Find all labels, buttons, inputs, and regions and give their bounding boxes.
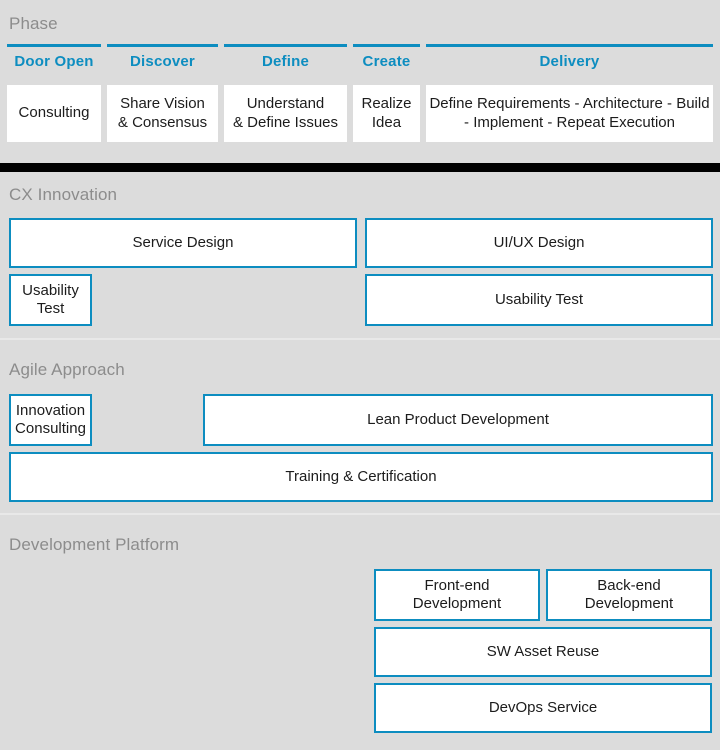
phase-section: Phase Door Open Consulting Discover Shar…: [0, 0, 720, 163]
phase-column-delivery[interactable]: Delivery: [426, 44, 713, 75]
phase-content-text: Understand& Define Issues: [232, 94, 339, 131]
agile-box-lean-product-development[interactable]: Lean Product Development: [203, 394, 713, 446]
phase-column-create[interactable]: Create: [353, 44, 420, 75]
phase-content-text: Consulting: [18, 104, 90, 122]
phase-column-header: Door Open: [14, 53, 94, 70]
phase-column-rule: [426, 44, 713, 47]
cx-box-service-design[interactable]: Service Design: [9, 218, 357, 268]
phase-column-define[interactable]: Define: [224, 44, 347, 75]
phase-content-text: Define Requirements - Architecture - Bui…: [429, 94, 710, 131]
phase-column-header: Discover: [130, 53, 195, 70]
cx-box-usability-test-wide[interactable]: Usability Test: [365, 274, 713, 326]
phase-content-box: Define Requirements - Architecture - Bui…: [426, 85, 713, 142]
cx-box-label: UI/UX Design: [493, 233, 585, 251]
phase-column-discover[interactable]: Discover: [107, 44, 218, 75]
agile-box-training-certification[interactable]: Training & Certification: [9, 452, 713, 502]
phase-column-rule: [353, 44, 420, 47]
cx-innovation-title: CX Innovation: [9, 185, 118, 204]
dev-box-devops-service[interactable]: DevOps Service: [374, 683, 712, 733]
development-platform-title: Development Platform: [9, 535, 180, 554]
phase-column-rule: [224, 44, 347, 47]
phase-content-box: Understand& Define Issues: [224, 85, 347, 142]
phase-column-door-open[interactable]: Door Open: [7, 44, 101, 75]
cx-innovation-section: CX Innovation Service Design UI/UX Desig…: [0, 172, 720, 338]
cx-box-ui-ux-design[interactable]: UI/UX Design: [365, 218, 713, 268]
phase-content-box: Consulting: [7, 85, 101, 142]
agile-box-label: Lean Product Development: [367, 410, 549, 428]
cx-box-label: Service Design: [132, 233, 234, 251]
phase-content-box: Share Vision& Consensus: [107, 85, 218, 142]
agile-box-label: Training & Certification: [285, 467, 437, 485]
phase-column-header: Define: [261, 53, 310, 70]
dev-box-label: DevOps Service: [488, 698, 598, 716]
agile-approach-title: Agile Approach: [9, 360, 125, 379]
phase-column-rule: [7, 44, 101, 47]
phase-column-rule: [107, 44, 218, 47]
phase-column-header: Delivery: [539, 53, 600, 70]
phase-column-header: Create: [362, 53, 411, 70]
dev-box-sw-asset-reuse[interactable]: SW Asset Reuse: [374, 627, 712, 677]
section-divider-bar: [0, 163, 720, 172]
phase-section-title: Phase: [9, 14, 58, 33]
phase-content-text: Share Vision& Consensus: [117, 94, 208, 131]
dev-box-label: SW Asset Reuse: [486, 642, 600, 660]
cx-box-label: Usability Test: [494, 290, 584, 308]
